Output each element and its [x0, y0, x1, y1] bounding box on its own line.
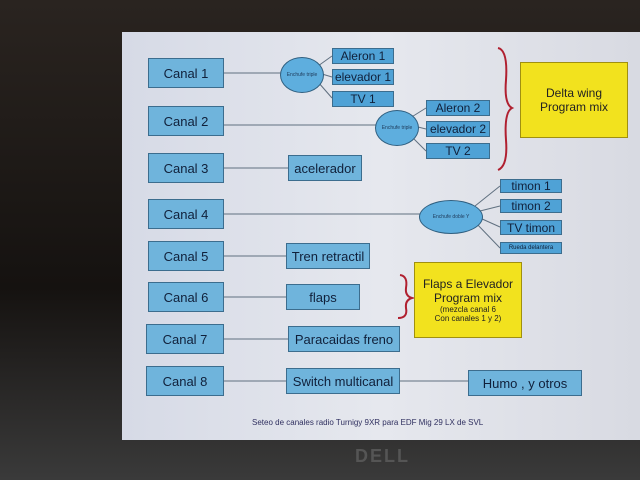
flaps-line-1: Flaps a Elevador	[422, 277, 514, 291]
splitter-2: Enchufe triple	[375, 110, 419, 146]
flaps-mix: Flaps a Elevador Program mix (mezcla can…	[414, 262, 522, 338]
tv-2: TV 2	[426, 143, 490, 159]
channel-1: Canal 1	[148, 58, 224, 88]
paracaidas-freno: Paracaidas freno	[288, 326, 400, 352]
tren-retractil: Tren retractil	[286, 243, 370, 269]
delta-wing-mix: Delta wing Program mix	[520, 62, 628, 138]
tv-timon: TV timon	[500, 220, 562, 235]
tv-1: TV 1	[332, 91, 394, 107]
flaps: flaps	[286, 284, 360, 310]
aleron-1: Aleron 1	[332, 48, 394, 64]
switch-multicanal: Switch multicanal	[286, 368, 400, 394]
rueda-delantera: Rueda delantera	[500, 242, 562, 254]
humo-y-otros: Humo , y otros	[468, 370, 582, 396]
splitter-4: Enchufe doble Y	[419, 200, 483, 234]
channel-8: Canal 8	[146, 366, 224, 396]
splitter-1: Enchufe triple	[280, 57, 324, 93]
caption: Seteo de canales radio Turnigy 9XR para …	[252, 418, 484, 427]
delta-line-2: Program mix	[539, 100, 608, 114]
dell-logo: DELL	[355, 446, 410, 466]
flaps-line-4: Con canales 1 y 2)	[434, 314, 502, 323]
elevador-1: elevador 1	[332, 69, 394, 85]
elevador-2: elevador 2	[426, 121, 490, 137]
channel-4: Canal 4	[148, 199, 224, 229]
channel-7: Canal 7	[146, 324, 224, 354]
delta-line-1: Delta wing	[545, 86, 603, 100]
timon-2: timon 2	[500, 199, 562, 213]
flaps-line-2: Program mix	[433, 291, 502, 305]
channel-6: Canal 6	[148, 282, 224, 312]
flaps-line-3: (mezcla canal 6	[439, 305, 497, 314]
channel-5: Canal 5	[148, 241, 224, 271]
channel-3: Canal 3	[148, 153, 224, 183]
aleron-2: Aleron 2	[426, 100, 490, 116]
acelerador: acelerador	[288, 155, 362, 181]
timon-1: timon 1	[500, 179, 562, 193]
channel-2: Canal 2	[148, 106, 224, 136]
